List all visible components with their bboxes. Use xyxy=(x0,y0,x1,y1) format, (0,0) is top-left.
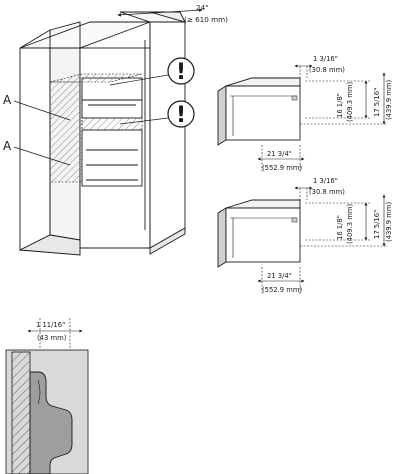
drawer-1-front-mm-label: (30.8 mm) xyxy=(309,66,345,74)
cabinet-drawing xyxy=(18,11,186,256)
exclamation-circle-icon xyxy=(167,100,195,128)
detail-width-mm-label: (43 mm) xyxy=(37,334,67,342)
callout-a-upper: A xyxy=(3,93,12,107)
hatched-zone-side xyxy=(49,81,83,183)
svg-text:!: ! xyxy=(176,103,186,128)
detail-section xyxy=(5,318,89,474)
drawer-unit-1 xyxy=(217,77,301,146)
svg-text:!: ! xyxy=(176,60,186,85)
hinge-profile xyxy=(29,371,73,474)
hatched-zone-shelf xyxy=(81,117,143,131)
drawer-unit-2 xyxy=(217,199,301,268)
cabinet-depth-label: 24" xyxy=(196,3,208,12)
drawer-1-inner-mm-label: (409.3 mm) xyxy=(346,81,354,122)
detail-width-label: 1 11/16" xyxy=(36,321,65,329)
hatched-zone-upper xyxy=(49,73,143,83)
drawer-1-inner-label: 16 1/8" xyxy=(336,93,344,118)
drawer-dimensions-1 xyxy=(257,64,388,172)
drawer-2-outer-label: 17 5/16" xyxy=(373,210,381,239)
callout-a-lower: A xyxy=(3,139,12,153)
drawer-1-depth-mm-label: (552.9 mm) xyxy=(262,164,303,172)
exclamation-circle-icon xyxy=(167,57,195,85)
drawer-2-depth-label: 21 3/4" xyxy=(267,272,292,280)
drawer-1-outer-label: 17 5/16" xyxy=(373,88,381,117)
drawer-2-inner-mm-label: (409.3 mm) xyxy=(346,203,354,244)
drawer-1-front-label: 1 3/16" xyxy=(313,55,338,63)
cabinet-depth-mm-label: (≥ 610 mm) xyxy=(184,15,228,24)
drawer-2-depth-mm-label: (552.9 mm) xyxy=(262,286,303,294)
drawer-1-depth-label: 21 3/4" xyxy=(267,150,292,158)
drawer-2-front-mm-label: (30.8 mm) xyxy=(309,188,345,196)
warning-upper: ! xyxy=(109,57,195,86)
drawer-2-inner-label: 16 1/8" xyxy=(336,215,344,240)
drawer-2-front-label: 1 3/16" xyxy=(313,177,338,185)
warning-lower: ! xyxy=(119,100,195,128)
drawer-2-outer-mm-label: (439.9 mm) xyxy=(385,201,393,242)
drawer-dimensions-2 xyxy=(257,186,388,294)
drawer-1-outer-mm-label: (439.9 mm) xyxy=(385,79,393,120)
cabinet-depth-line xyxy=(117,8,203,17)
